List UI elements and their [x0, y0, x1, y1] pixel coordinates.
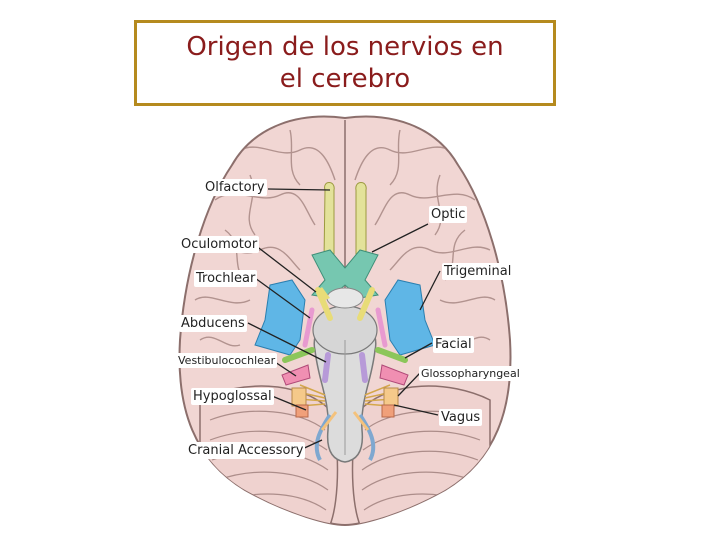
slide-title: Origen de los nervios en el cerebro — [186, 32, 504, 94]
optic-nerve — [311, 249, 379, 299]
label-abducens: Abducens — [179, 315, 247, 332]
trigeminal-nerve — [254, 279, 306, 356]
label-cranial-accessory: Cranial Accessory — [186, 442, 306, 459]
abducens-nerve — [322, 352, 331, 383]
label-facial: Facial — [433, 336, 474, 353]
label-hypoglossal: Hypoglossal — [191, 388, 274, 405]
facial-nerve — [282, 347, 315, 363]
label-vagus: Vagus — [439, 409, 483, 426]
label-vestibulocochlear: Vestibulocochlear — [176, 353, 278, 368]
label-oculomotor: Oculomotor — [179, 236, 260, 253]
label-optic: Optic — [429, 206, 468, 223]
title-box: Origen de los nervios en el cerebro — [134, 20, 556, 106]
leader-lines — [247, 188, 441, 451]
label-trigeminal: Trigeminal — [442, 263, 514, 280]
oculomotor-nerve — [315, 287, 333, 321]
label-olfactory: Olfactory — [203, 179, 267, 196]
label-glossopharyngeal: Glossopharyngeal — [419, 366, 522, 381]
accessory-nerve — [314, 413, 332, 461]
label-trochlear: Trochlear — [194, 270, 258, 287]
hypoglossal-nerve — [320, 411, 338, 431]
trochlear-nerve — [302, 307, 315, 348]
